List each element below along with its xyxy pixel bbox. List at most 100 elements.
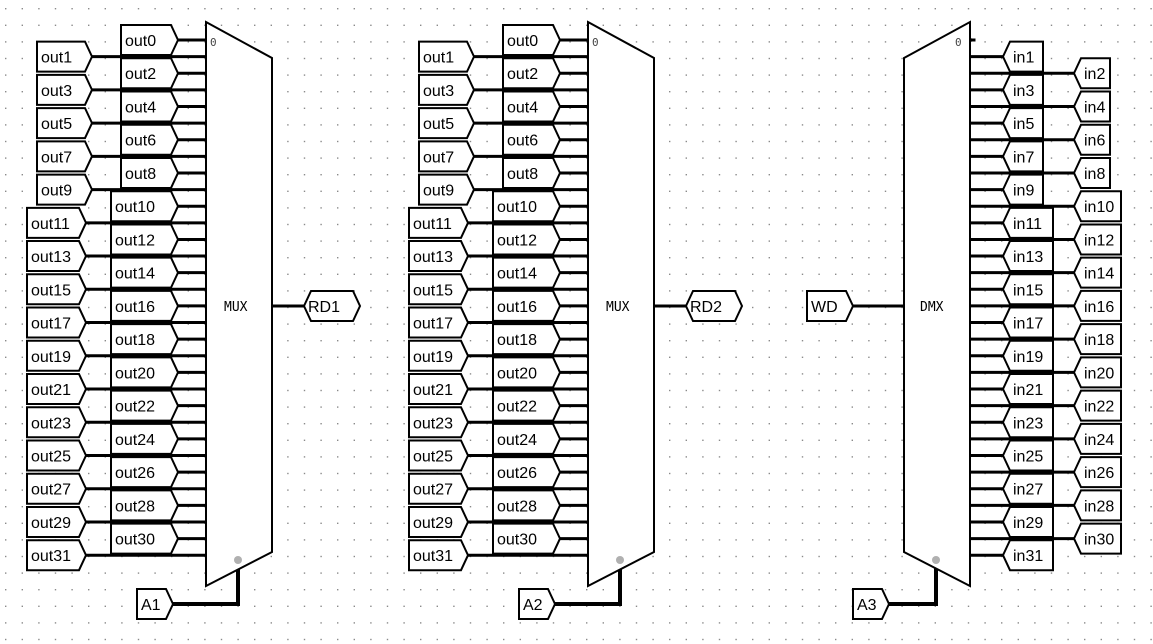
mux1-output-tunnel[interactable]: RD1	[302, 290, 362, 322]
dmx-tunnel-in17[interactable]: in17	[1001, 306, 1054, 339]
mux1-tunnel-out14[interactable]: out14	[110, 256, 180, 289]
dmx-tunnel-in11[interactable]: in11	[1001, 206, 1054, 239]
mux1-tunnel-out10[interactable]: out10	[110, 190, 180, 223]
mux2-tunnel-out30[interactable]: out30	[492, 522, 562, 555]
mux2-output-tunnel[interactable]: RD2	[684, 290, 744, 322]
mux1-tunnel-out18[interactable]: out18	[110, 323, 180, 356]
dmx-tunnel-in15[interactable]: in15	[1001, 273, 1054, 306]
dmx-select-handle[interactable]	[932, 556, 940, 564]
mux1-tunnel-out26[interactable]: out26	[110, 456, 180, 489]
dmx[interactable]: 0 DMX in1in3in5in7in9in11in13in15in17in1…	[806, 20, 1122, 620]
mux1-tunnel-out20[interactable]: out20	[110, 356, 180, 389]
mux1-tunnel-out15[interactable]: out15	[26, 273, 88, 306]
mux1-tunnel-out5[interactable]: out5	[36, 107, 94, 140]
mux2-tunnel-out9[interactable]: out9	[418, 173, 476, 206]
dmx-tunnel-in5[interactable]: in5	[1001, 107, 1044, 140]
dmx-tunnel-in23[interactable]: in23	[1001, 406, 1054, 439]
mux1-tunnel-out7[interactable]: out7	[36, 140, 94, 173]
mux2[interactable]: 0 MUX out1out3out5out7out9out11out13out1…	[408, 20, 744, 620]
mux2-tunnel-out20[interactable]: out20	[492, 356, 562, 389]
dmx-tunnel-in29[interactable]: in29	[1001, 505, 1054, 538]
mux1-tunnel-out21[interactable]: out21	[26, 373, 88, 406]
dmx-tunnel-in2[interactable]: in2	[1072, 57, 1111, 90]
dmx-tunnel-in4[interactable]: in4	[1072, 90, 1111, 123]
mux1-tunnel-out30[interactable]: out30	[110, 522, 180, 555]
dmx-tunnel-in28[interactable]: in28	[1072, 489, 1122, 522]
mux1-tunnel-out8[interactable]: out8	[120, 156, 180, 189]
mux1-body[interactable]	[205, 20, 273, 588]
mux2-tunnel-out19[interactable]: out19	[408, 339, 470, 372]
mux2-tunnel-out2[interactable]: out2	[502, 57, 562, 90]
dmx-select-tunnel[interactable]: A3	[852, 588, 891, 620]
mux1-tunnel-out27[interactable]: out27	[26, 472, 88, 505]
dmx-tunnel-in10[interactable]: in10	[1072, 190, 1122, 223]
dmx-tunnel-in14[interactable]: in14	[1072, 256, 1122, 289]
mux2-tunnel-out5[interactable]: out5	[418, 107, 476, 140]
mux2-tunnel-out1[interactable]: out1	[418, 40, 476, 73]
mux1-tunnel-out31[interactable]: out31	[26, 539, 88, 572]
dmx-tunnel-in6[interactable]: in6	[1072, 123, 1111, 156]
mux2-tunnel-out18[interactable]: out18	[492, 323, 562, 356]
mux1-tunnel-out6[interactable]: out6	[120, 123, 180, 156]
dmx-tunnel-in1[interactable]: in1	[1001, 40, 1044, 73]
dmx-tunnel-in9[interactable]: in9	[1001, 173, 1044, 206]
dmx-tunnel-in30[interactable]: in30	[1072, 522, 1122, 555]
dmx-tunnel-in16[interactable]: in16	[1072, 289, 1122, 322]
dmx-tunnel-in7[interactable]: in7	[1001, 140, 1044, 173]
dmx-tunnel-in21[interactable]: in21	[1001, 373, 1054, 406]
mux2-body[interactable]	[587, 20, 655, 588]
mux2-tunnel-out26[interactable]: out26	[492, 456, 562, 489]
dmx-tunnel-in31[interactable]: in31	[1001, 539, 1054, 572]
mux2-tunnel-out28[interactable]: out28	[492, 489, 562, 522]
mux1-tunnel-out16[interactable]: out16	[110, 289, 180, 322]
mux2-tunnel-out15[interactable]: out15	[408, 273, 470, 306]
mux1-tunnel-out29[interactable]: out29	[26, 505, 88, 538]
mux1-tunnel-out22[interactable]: out22	[110, 389, 180, 422]
dmx-tunnel-in18[interactable]: in18	[1072, 323, 1122, 356]
mux1-tunnel-out9[interactable]: out9	[36, 173, 94, 206]
mux2-tunnel-out31[interactable]: out31	[408, 539, 470, 572]
mux1[interactable]: 0 MUX out1out3out5out7out9out11out13out1…	[26, 20, 362, 620]
dmx-tunnel-in25[interactable]: in25	[1001, 439, 1054, 472]
mux1-tunnel-out11[interactable]: out11	[26, 206, 88, 239]
mux2-tunnel-out8[interactable]: out8	[502, 156, 562, 189]
mux1-select-tunnel[interactable]: A1	[136, 588, 175, 620]
mux2-tunnel-out23[interactable]: out23	[408, 406, 470, 439]
mux1-tunnel-out13[interactable]: out13	[26, 240, 88, 273]
mux1-tunnel-out28[interactable]: out28	[110, 489, 180, 522]
mux1-select-handle[interactable]	[234, 556, 242, 564]
mux2-tunnel-out25[interactable]: out25	[408, 439, 470, 472]
mux1-tunnel-out24[interactable]: out24	[110, 422, 180, 455]
dmx-input-tunnel[interactable]: WD	[806, 290, 855, 322]
mux2-tunnel-out4[interactable]: out4	[502, 90, 562, 123]
dmx-tunnel-in13[interactable]: in13	[1001, 240, 1054, 273]
mux2-tunnel-out11[interactable]: out11	[408, 206, 470, 239]
dmx-tunnel-in3[interactable]: in3	[1001, 73, 1044, 106]
mux2-tunnel-out0[interactable]: out0	[502, 24, 562, 56]
mux2-tunnel-out14[interactable]: out14	[492, 256, 562, 289]
mux2-tunnel-out7[interactable]: out7	[418, 140, 476, 173]
dmx-tunnel-in12[interactable]: in12	[1072, 223, 1122, 256]
mux1-tunnel-out4[interactable]: out4	[120, 90, 180, 123]
dmx-tunnel-in24[interactable]: in24	[1072, 422, 1122, 455]
mux1-tunnel-out19[interactable]: out19	[26, 339, 88, 372]
mux2-tunnel-out3[interactable]: out3	[418, 73, 476, 106]
mux1-tunnel-out17[interactable]: out17	[26, 306, 88, 339]
mux1-tunnel-out0[interactable]: out0	[120, 24, 180, 56]
dmx-tunnel-in19[interactable]: in19	[1001, 339, 1054, 372]
mux1-tunnel-out2[interactable]: out2	[120, 57, 180, 90]
dmx-tunnel-in8[interactable]: in8	[1072, 156, 1111, 189]
mux2-tunnel-out12[interactable]: out12	[492, 223, 562, 256]
mux2-tunnel-out17[interactable]: out17	[408, 306, 470, 339]
dmx-tunnel-in20[interactable]: in20	[1072, 356, 1122, 389]
mux1-tunnel-out3[interactable]: out3	[36, 73, 94, 106]
mux1-tunnel-out1[interactable]: out1	[36, 40, 94, 73]
mux1-tunnel-out25[interactable]: out25	[26, 439, 88, 472]
dmx-tunnel-in27[interactable]: in27	[1001, 472, 1054, 505]
mux2-tunnel-out16[interactable]: out16	[492, 289, 562, 322]
dmx-tunnel-in22[interactable]: in22	[1072, 389, 1122, 422]
mux2-tunnel-out24[interactable]: out24	[492, 422, 562, 455]
dmx-tunnel-in26[interactable]: in26	[1072, 456, 1122, 489]
mux2-tunnel-out10[interactable]: out10	[492, 190, 562, 223]
